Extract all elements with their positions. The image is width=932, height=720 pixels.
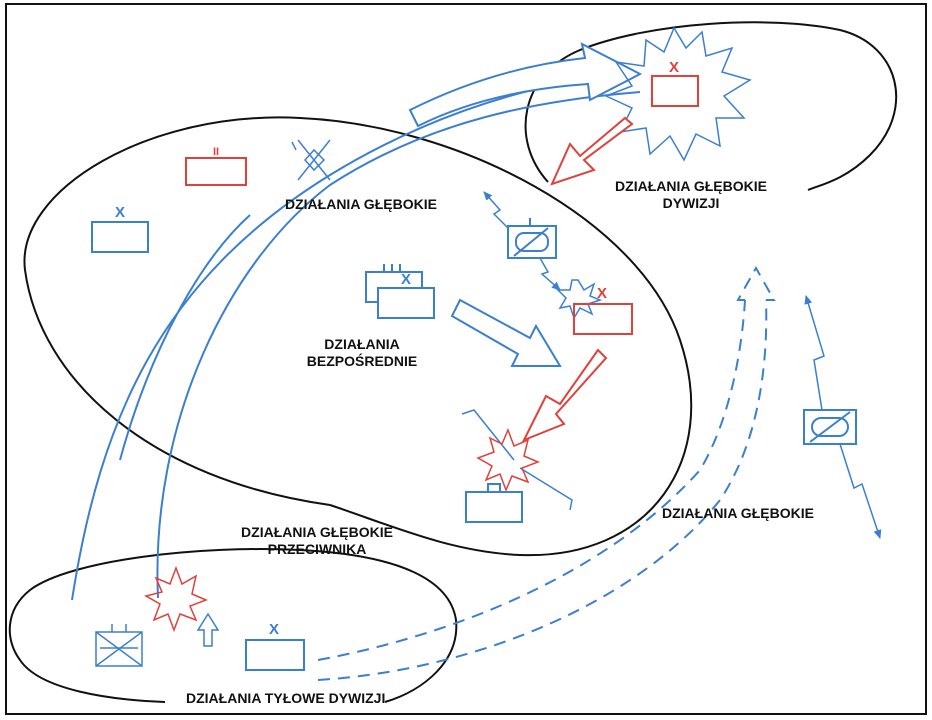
enemy-strike-starburst-center bbox=[476, 427, 541, 493]
deep-ops-dashed-arrows bbox=[317, 265, 776, 681]
friendly-unit-lower-center bbox=[465, 483, 523, 523]
direct-ops-label: DZIAŁANIA BEZPOŚREDNIE bbox=[296, 336, 428, 370]
friendly-division-unit-rear bbox=[245, 639, 305, 671]
enemy-deep-ops-label-line2: PRZECIWNIKA bbox=[267, 541, 367, 557]
enemy-counterattack-arrow-center bbox=[521, 348, 608, 442]
friendly-division-unit-left bbox=[91, 221, 149, 253]
main-area-ellipse bbox=[23, 116, 693, 557]
friendly-division-mark-left: X bbox=[114, 204, 125, 221]
direct-ops-label-line2: BEZPOŚREDNIE bbox=[306, 353, 418, 369]
enemy-regiment-unit bbox=[185, 157, 247, 186]
enemy-deep-ops-label-line1: DZIAŁANIA GŁĘBOKIE bbox=[241, 524, 393, 540]
enemy-division-unit bbox=[651, 75, 699, 107]
enemy-target-starburst-large bbox=[604, 26, 752, 162]
rear-ops-label: DZIAŁANIA TYŁOWE DYWIZJI bbox=[186, 690, 386, 706]
friendly-division-mark-rear: X bbox=[268, 621, 279, 638]
enemy-counterattack-arrow-top bbox=[550, 116, 634, 186]
ew-unit-right bbox=[803, 409, 857, 445]
ew-unit-center bbox=[507, 218, 557, 259]
deep-ops-label: DZIAŁANIA GŁĘBOKIE bbox=[285, 196, 437, 212]
division-deep-strike-arrow bbox=[408, 42, 643, 128]
enemy-unit-center bbox=[573, 303, 633, 335]
rear-support-unit bbox=[95, 624, 143, 667]
rear-area-ellipse bbox=[8, 548, 458, 703]
boundary-line-right bbox=[519, 467, 573, 511]
ew-link-down bbox=[539, 257, 561, 291]
diagram-frame bbox=[5, 3, 927, 715]
friendly-brigade-mark: X bbox=[400, 271, 411, 288]
small-up-arrow bbox=[196, 612, 220, 647]
ew-link-up bbox=[483, 191, 509, 229]
deep-ops-right-label: DZIAŁANIA GŁĘBOKIE bbox=[662, 505, 814, 521]
enemy-unit-center-mark: X bbox=[596, 285, 607, 302]
air-assault-icon bbox=[291, 139, 331, 181]
enemy-deep-ops-label: DZIAŁANIA GŁĘBOKIE PRZECIWNIKA bbox=[222, 524, 412, 558]
ew-right-link-down bbox=[839, 443, 882, 539]
enemy-division-mark: X bbox=[668, 59, 679, 76]
deep-fire-arcs bbox=[71, 71, 641, 601]
enemy-strike-starburst-rear bbox=[144, 565, 209, 633]
small-strike-starburst bbox=[556, 279, 603, 320]
enemy-regiment-mark: II bbox=[212, 146, 220, 158]
ew-right-link-up bbox=[804, 295, 825, 411]
division-deep-ops-label-line2: DYWIZJI bbox=[662, 195, 720, 211]
division-deep-ops-label-line1: DZIAŁANIA GŁĘBOKIE bbox=[615, 178, 767, 194]
direct-attack-arrow bbox=[450, 298, 562, 367]
division-deep-ops-label: DZIAŁANIA GŁĘBOKIE DYWIZJI bbox=[596, 178, 786, 212]
friendly-brigade-unit bbox=[365, 264, 435, 319]
direct-ops-label-line1: DZIAŁANIA bbox=[324, 336, 400, 352]
